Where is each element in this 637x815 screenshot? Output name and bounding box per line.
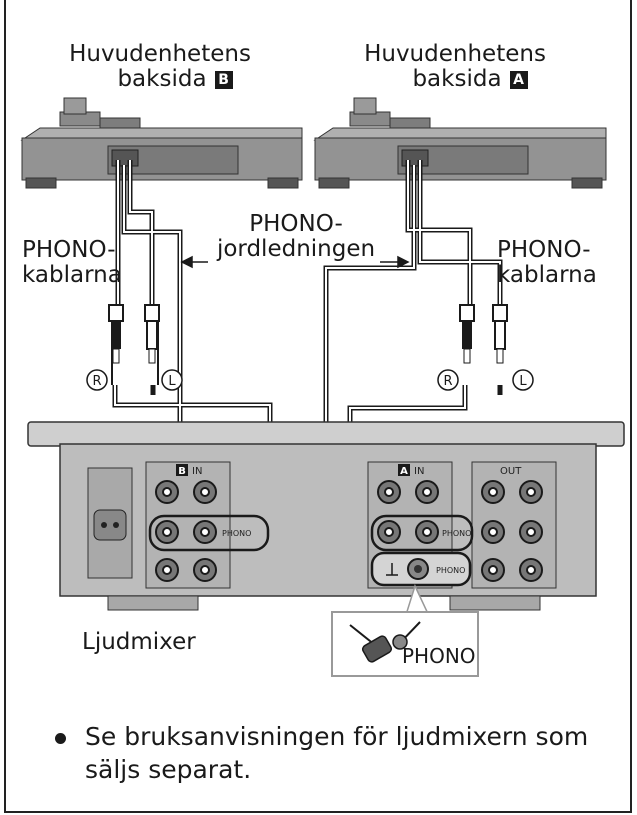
- ground-wire-label: PHONO- jordledningen: [208, 212, 384, 262]
- phono-cables-right-label: PHONO- kablarna: [497, 238, 597, 288]
- phono-cables-right-line2: kablarna: [497, 262, 597, 288]
- unit-back-b-line2-wrap: baksida B: [60, 67, 260, 92]
- phono-cables-right-line1: PHONO-: [497, 237, 591, 263]
- note-text: Se bruksanvisningen för ljudmixern som s…: [85, 722, 589, 784]
- turntable-b: [20, 97, 303, 189]
- mixer-in-label-a: IN: [414, 466, 424, 477]
- phono-cables-left-label: PHONO- kablarna: [22, 238, 122, 288]
- unit-back-b-line2: baksida: [117, 66, 207, 92]
- ground-terminal-label: PHONO: [402, 644, 476, 668]
- left-channel-label-right: L: [519, 374, 527, 389]
- phono-cables-left-line2: kablarna: [22, 262, 122, 288]
- phono-cables-left-line1: PHONO-: [22, 237, 116, 263]
- turntable-a: [313, 97, 607, 189]
- right-channel-label-left: R: [92, 374, 101, 389]
- ground-wire-arrows: [180, 255, 410, 269]
- mixer-out-label: OUT: [500, 466, 522, 477]
- unit-back-a-line1: Huvudenhetens: [364, 41, 546, 67]
- ground-wire-line2: jordledningen: [216, 236, 376, 262]
- mixer-phono-label-b: PHONO: [222, 529, 251, 538]
- rca-plugs-right: [459, 304, 508, 364]
- bullet-icon: [55, 733, 66, 744]
- left-channel-label-left: L: [168, 374, 176, 389]
- unit-back-b-line1: Huvudenhetens: [69, 41, 251, 67]
- unit-a-marker: A: [509, 70, 528, 89]
- diagram-frame: [4, 0, 632, 813]
- unit-back-a-label: Huvudenhetens baksida A: [355, 42, 555, 92]
- mixer-label: Ljudmixer: [82, 629, 196, 655]
- ground-terminal-callout: PHONO: [331, 583, 479, 677]
- ground-wire-line1: PHONO-: [249, 211, 343, 237]
- mixer-in-label-b: IN: [192, 466, 202, 477]
- channel-markers: [86, 369, 534, 391]
- unit-back-a-line2: baksida: [412, 66, 502, 92]
- rca-plugs-left: [108, 304, 160, 385]
- mixer-in-a-marker: A: [400, 466, 408, 477]
- right-channel-label-right: R: [443, 374, 452, 389]
- mixer-phono-label-a: PHONO: [442, 529, 471, 538]
- mixer-in-b-marker: B: [178, 466, 186, 477]
- mixer-ground-label: PHONO: [436, 566, 465, 575]
- audio-mixer: [27, 421, 625, 611]
- unit-back-a-line2-wrap: baksida A: [355, 67, 555, 92]
- unit-back-b-label: Huvudenhetens baksida B: [60, 42, 260, 92]
- unit-b-marker: B: [214, 70, 233, 89]
